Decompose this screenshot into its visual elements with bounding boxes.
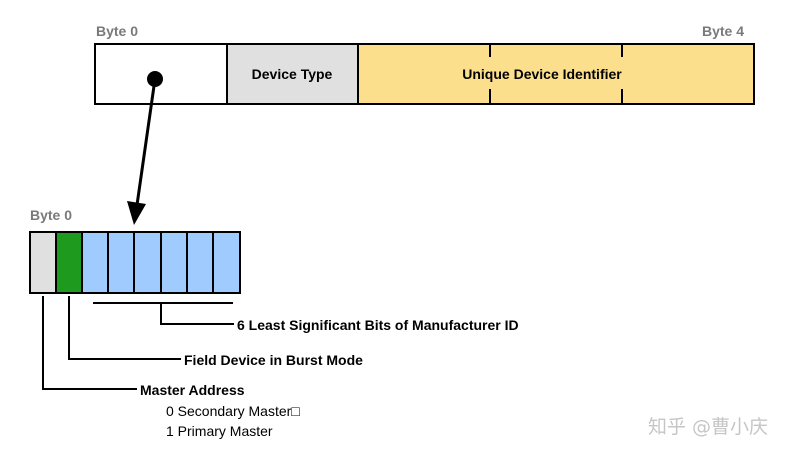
manufacturer-leader — [160, 303, 234, 325]
top-register: Device Type Unique Device Identifier — [94, 43, 755, 105]
unique-device-identifier-label: Unique Device Identifier — [462, 66, 622, 82]
primary-master-option: 1 Primary Master — [166, 423, 273, 439]
detail-arrowhead — [127, 201, 146, 225]
bit-master-address — [29, 231, 57, 294]
byte-0-label-top: Byte 0 — [96, 23, 138, 39]
burst-mode-leader — [68, 296, 181, 360]
byte-0-label-detail: Byte 0 — [30, 207, 72, 223]
bit-manufacturer-6 — [212, 231, 241, 294]
bit-burst-mode — [55, 231, 83, 294]
master-address-leader — [42, 296, 137, 390]
byte-0-bits — [29, 231, 241, 294]
master-address-label: Master Address — [140, 382, 245, 398]
unique-device-identifier-cell — [357, 43, 755, 105]
burst-mode-label: Field Device in Burst Mode — [184, 352, 363, 368]
secondary-master-option: 0 Secondary Master□ — [166, 403, 300, 419]
watermark: 知乎 @曹小庆 — [648, 416, 768, 438]
bit-manufacturer-3 — [133, 231, 162, 294]
bit-manufacturer-4 — [160, 231, 188, 294]
detail-arrow-shaft — [135, 78, 157, 206]
device-type-label: Device Type — [252, 66, 333, 82]
bit-manufacturer-5 — [186, 231, 214, 294]
bit-manufacturer-2 — [107, 231, 135, 294]
manufacturer-bits-label: 6 Least Significant Bits of Manufacturer… — [237, 317, 519, 333]
byte-4-label-top: Byte 4 — [702, 23, 744, 39]
device-type-cell — [226, 43, 359, 105]
bit-manufacturer-1 — [81, 231, 109, 294]
